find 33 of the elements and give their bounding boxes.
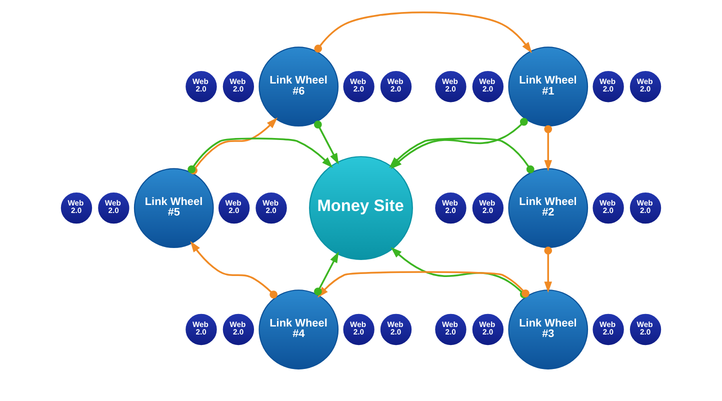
arrow [190,241,278,298]
arrow [544,125,552,172]
node-circle: Web 2.0 [96,190,131,226]
node-circle: Link Wheel #5 [134,168,214,248]
node-circle: Web 2.0 [342,312,376,347]
arrow [544,246,552,293]
node-circle: Web 2.0 [470,69,506,104]
node-circle: Link Wheel #2 [508,168,588,248]
node-circle: Web 2.0 [434,69,468,104]
node-circle: Web 2.0 [342,69,376,104]
node-circle: Web 2.0 [378,69,414,104]
node-circle: Link Wheel #6 [258,46,339,127]
node-circle: Web 2.0 [184,312,218,347]
node-circle: Web 2.0 [628,312,663,347]
node-circle: Web 2.0 [59,190,94,226]
node-circle: Web 2.0 [216,190,252,226]
arrow [314,120,339,164]
node-circle: Web 2.0 [628,69,663,104]
node-circle: Web 2.0 [591,312,626,347]
arrow [314,12,532,54]
node-circle: Web 2.0 [184,69,218,104]
node-circle: Web 2.0 [378,312,414,347]
node-circle: Web 2.0 [434,190,468,226]
node-circle: Web 2.0 [221,312,256,347]
node-circle: Web 2.0 [434,312,468,347]
arrow [314,252,339,296]
node-circle: Web 2.0 [470,190,506,226]
node-circle: Web 2.0 [591,190,626,226]
node-circle: Web 2.0 [470,312,506,347]
node-circle: Web 2.0 [628,190,663,226]
node-circle: Web 2.0 [254,190,288,226]
node-circle: Web 2.0 [591,69,626,104]
node-circle: Web 2.0 [221,69,256,104]
